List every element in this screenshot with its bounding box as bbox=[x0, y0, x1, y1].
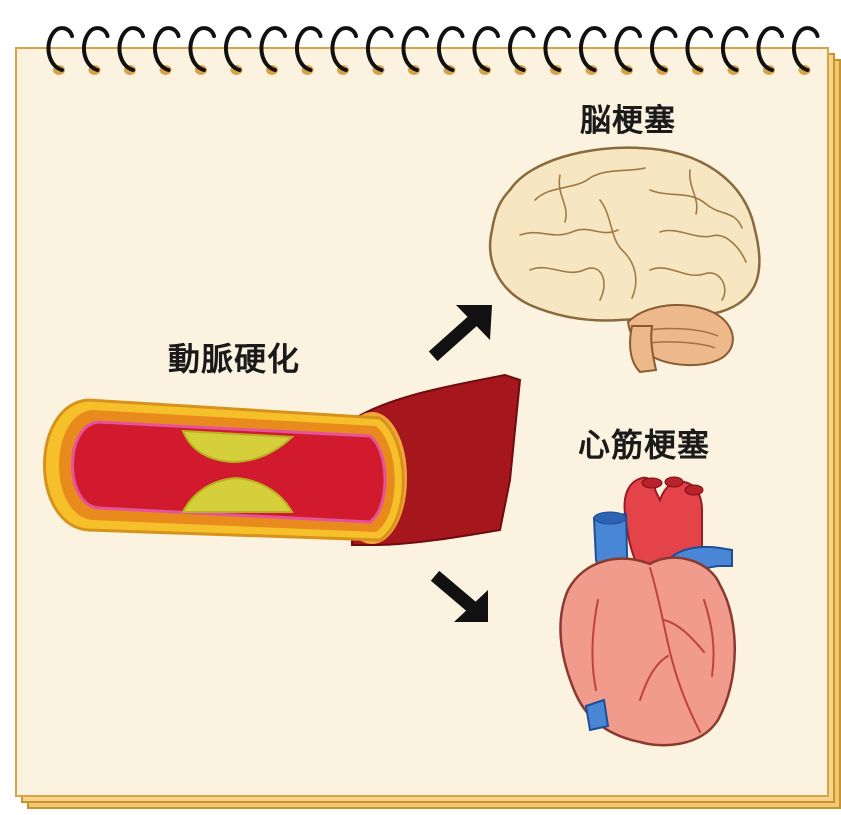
arteriosclerosis-label: 動脈硬化 bbox=[168, 334, 300, 380]
myocardial-infarction-label: 心筋梗塞 bbox=[578, 420, 710, 466]
cerebral-infarction-label: 脳梗塞 bbox=[580, 95, 676, 140]
